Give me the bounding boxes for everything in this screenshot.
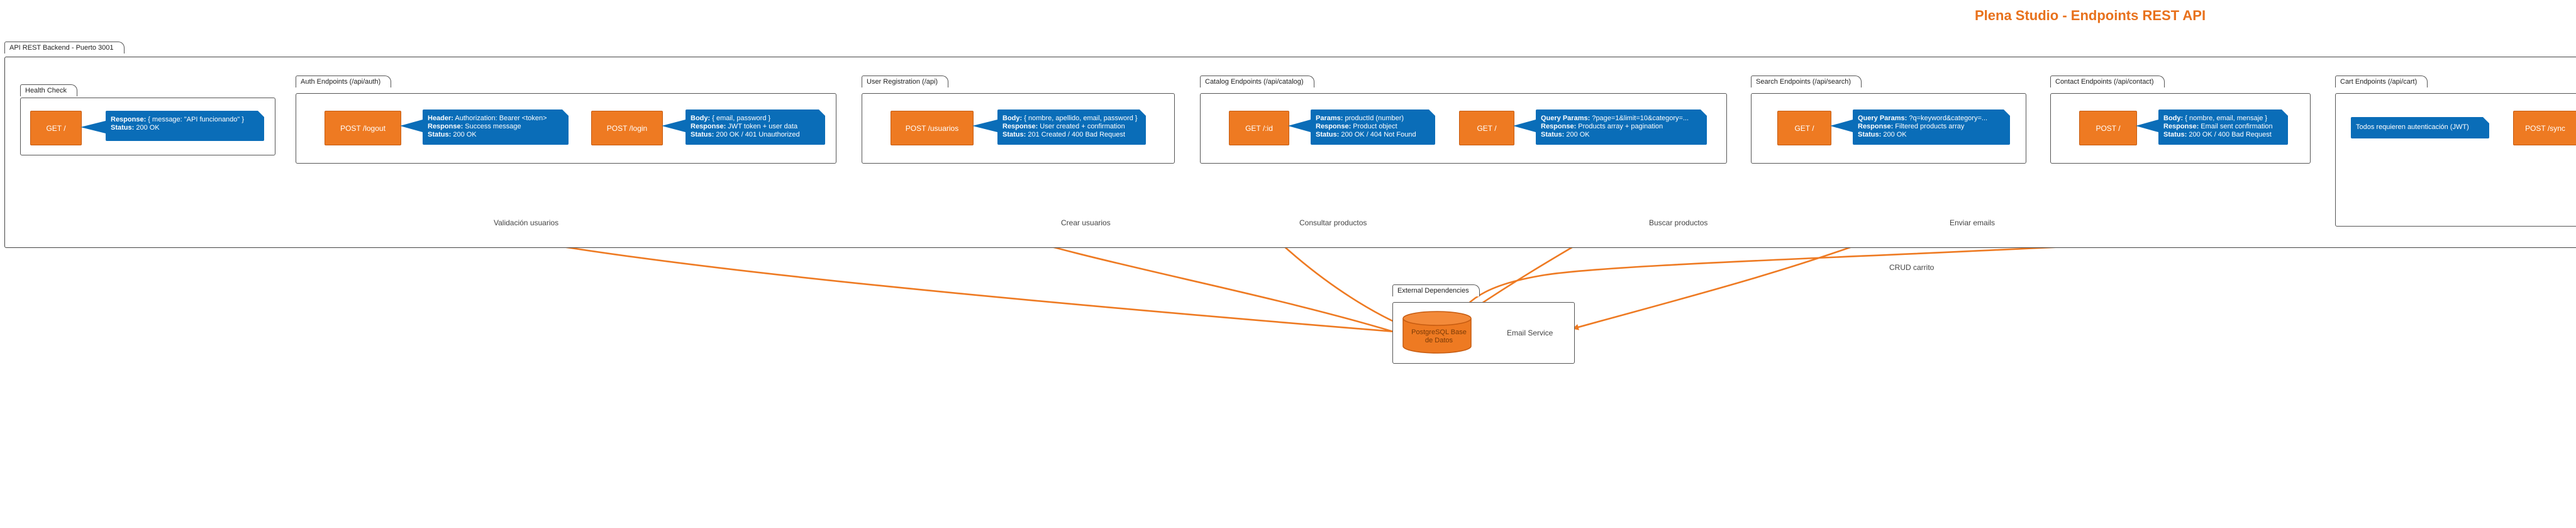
endpoint-catalog-get[interactable]: GET / bbox=[1459, 111, 1514, 145]
register-tab: User Registration (/api) bbox=[862, 76, 949, 87]
catalog-tab: Catalog Endpoints (/api/catalog) bbox=[1200, 76, 1314, 87]
search-tab: Search Endpoints (/api/search) bbox=[1751, 76, 1862, 87]
note-connector bbox=[972, 120, 997, 132]
endpoint-auth-logout[interactable]: POST /logout bbox=[325, 111, 401, 145]
backend-tab: API REST Backend - Puerto 3001 bbox=[4, 42, 125, 53]
endpoint-contact-post[interactable]: POST / bbox=[2079, 111, 2137, 145]
note-auth-logout: Header: Authorization: Bearer <token> Re… bbox=[423, 110, 569, 145]
page-title: Plena Studio - Endpoints REST API bbox=[1975, 8, 2206, 23]
note-health: Response: { message: "API funcionando" }… bbox=[106, 111, 264, 141]
edge-label-catalog: Consultar productos bbox=[1299, 218, 1367, 227]
edge-label-search: Buscar productos bbox=[1649, 218, 1708, 227]
note-connector bbox=[80, 121, 106, 133]
cart-tab: Cart Endpoints (/api/cart) bbox=[2335, 76, 2428, 87]
edge-label-cart: CRUD carrito bbox=[1889, 263, 1935, 272]
edge-label-create: Crear usuarios bbox=[1061, 218, 1111, 227]
auth-tab: Auth Endpoints (/api/auth) bbox=[296, 76, 392, 87]
endpoint-search-get[interactable]: GET / bbox=[1777, 111, 1831, 145]
endpoint-cart-sync[interactable]: POST /sync bbox=[2513, 111, 2576, 145]
note-connector bbox=[2136, 120, 2158, 132]
note-connector bbox=[1830, 120, 1853, 132]
note-connector bbox=[1513, 120, 1536, 132]
note-contact: Body: { nombre, email, mensaje } Respons… bbox=[2158, 110, 2288, 145]
health-tab: Health Check bbox=[20, 84, 78, 96]
endpoint-health-get[interactable]: GET / bbox=[30, 111, 82, 145]
note-connector bbox=[662, 120, 686, 132]
note-search: Query Params: ?q=keyword&category=... Re… bbox=[1853, 110, 2010, 145]
database-cylinder bbox=[1402, 311, 1472, 354]
note-cart-auth: Todos requieren autenticación (JWT) bbox=[2351, 117, 2489, 138]
external-tab: External Dependencies bbox=[1392, 284, 1480, 296]
edge-label-email: Enviar emails bbox=[1950, 218, 1996, 227]
note-connector bbox=[400, 120, 423, 132]
email-service-label: Email Service bbox=[1507, 329, 1553, 337]
database-label: PostgreSQL Base de Datos bbox=[1411, 329, 1467, 344]
note-connector bbox=[1288, 120, 1311, 132]
note-register: Body: { nombre, apellido, email, passwor… bbox=[997, 110, 1146, 145]
note-catalog-list: Query Params: ?page=1&limit=10&category=… bbox=[1536, 110, 1707, 145]
edge-label-validation: Validación usuarios bbox=[494, 218, 559, 227]
contact-tab: Contact Endpoints (/api/contact) bbox=[2050, 76, 2165, 87]
note-auth-login: Body: { email, password } Response: JWT … bbox=[686, 110, 825, 145]
note-catalog-id: Params: productId (number) Response: Pro… bbox=[1311, 110, 1435, 145]
endpoint-register-post[interactable]: POST /usuarios bbox=[891, 111, 974, 145]
endpoint-catalog-get-id[interactable]: GET /:id bbox=[1229, 111, 1289, 145]
endpoint-auth-login[interactable]: POST /login bbox=[591, 111, 663, 145]
